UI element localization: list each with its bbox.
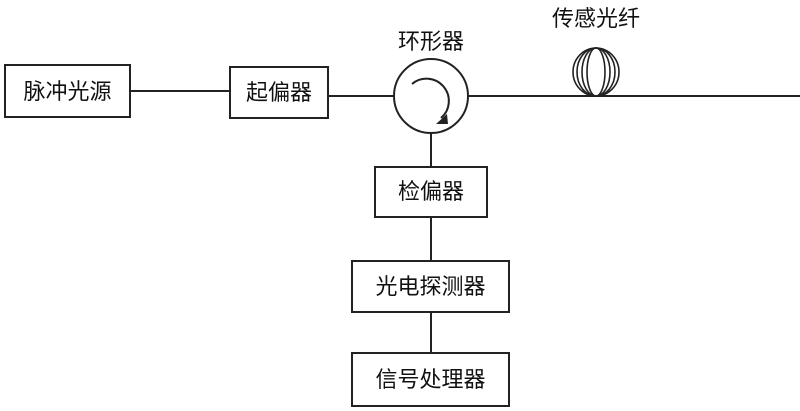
pulse-source-label: 脉冲光源 <box>23 80 111 105</box>
polarizer-label: 起偏器 <box>246 81 312 106</box>
sensing-fiber-label: 传感光纤 <box>552 7 640 32</box>
circulator-label: 环形器 <box>398 30 464 55</box>
circulator: 环形器 <box>393 30 469 134</box>
signal-processor-label: 信号处理器 <box>375 368 485 393</box>
photodetector-label: 光电探测器 <box>375 275 485 300</box>
circulator-arrowhead-icon <box>436 114 448 124</box>
sensing-fiber-coil: 传感光纤 <box>552 7 640 97</box>
polarizer-block: 起偏器 <box>229 66 329 119</box>
photodetector-block: 光电探测器 <box>351 260 510 313</box>
signal-processor-block: 信号处理器 <box>351 352 510 407</box>
pulse-source-block: 脉冲光源 <box>4 64 131 118</box>
circulator-rotation-arrow-icon <box>411 77 450 119</box>
analyzer-block: 检偏器 <box>374 166 488 218</box>
analyzer-label: 检偏器 <box>398 180 464 205</box>
circulator-circle <box>393 58 469 134</box>
